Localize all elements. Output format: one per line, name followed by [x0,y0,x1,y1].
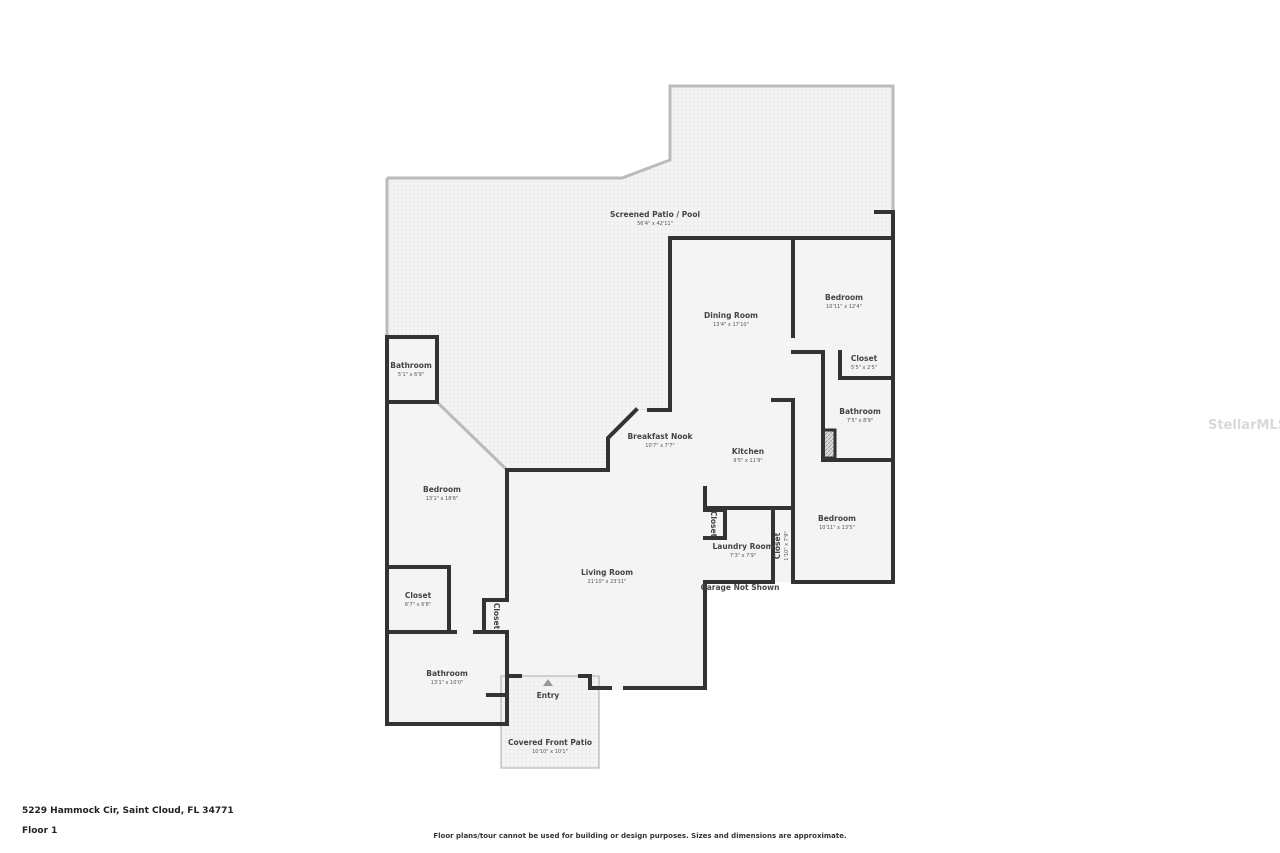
room-name: Closet [773,532,782,559]
address: 5229 Hammock Cir, Saint Cloud, FL 34771 [22,806,234,816]
room-name: Closet [709,511,718,538]
room-dims: 10'10" x 10'1" [532,749,568,755]
room-name: Dining Room [704,311,758,320]
room-dims: 56'4" x 42'11" [637,221,673,227]
interior-floor [387,238,893,724]
room-name: Covered Front Patio [508,738,592,747]
room-name: Closet [851,354,878,363]
room-dims: 9'5" x 11'9" [733,458,762,464]
room-dims: 7'5" x 8'9" [847,418,873,424]
watermark: StellarMLS [1208,418,1280,433]
walls [385,210,895,726]
room-dims: 13'1" x 18'6" [426,496,459,502]
floor-label: Floor 1 [22,826,58,836]
room-name: Bathroom [390,361,432,370]
room-dims: 13'4" x 17'10" [713,322,749,328]
room-name: Bedroom [825,293,863,302]
room-dims: 21'10" x 23'11" [588,579,627,585]
room-dims: 10'11" x 12'4" [826,304,862,310]
disclaimer: Floor plans/tour cannot be used for buil… [433,832,847,840]
room-name: Bathroom [426,669,468,678]
room-dims: 7'3" x 7'9" [730,553,756,559]
room-name: Kitchen [732,447,764,456]
room-dims: 10'7" x 7'7" [645,443,674,449]
room-dims: 10'11" x 13'5" [819,525,855,531]
room-name: Laundry Room [713,542,774,551]
front-patio-area [500,675,600,769]
room-name: Closet [492,603,501,630]
room-dims: 5'5" x 2'5" [851,365,877,371]
room-name: Closet [405,591,432,600]
room-name: Entry [537,691,560,700]
room-dims: 13'1" x 10'0" [431,680,464,686]
room-name: Breakfast Nook [627,432,693,441]
room-name: Bedroom [818,514,856,523]
room-dims: 6'7" x 6'8" [405,602,431,608]
room-name: Living Room [581,568,633,577]
screen-lines [385,84,895,472]
room-name: Screened Patio / Pool [610,210,700,219]
garage-note: Garage Not Shown [701,583,780,592]
entry-arrow-icon [543,679,553,686]
room-dims: 1'10" x 7'9" [784,531,790,560]
room-dims: 5'1" x 6'9" [398,372,424,378]
room-name: Bedroom [423,485,461,494]
room-name: Bathroom [839,407,881,416]
